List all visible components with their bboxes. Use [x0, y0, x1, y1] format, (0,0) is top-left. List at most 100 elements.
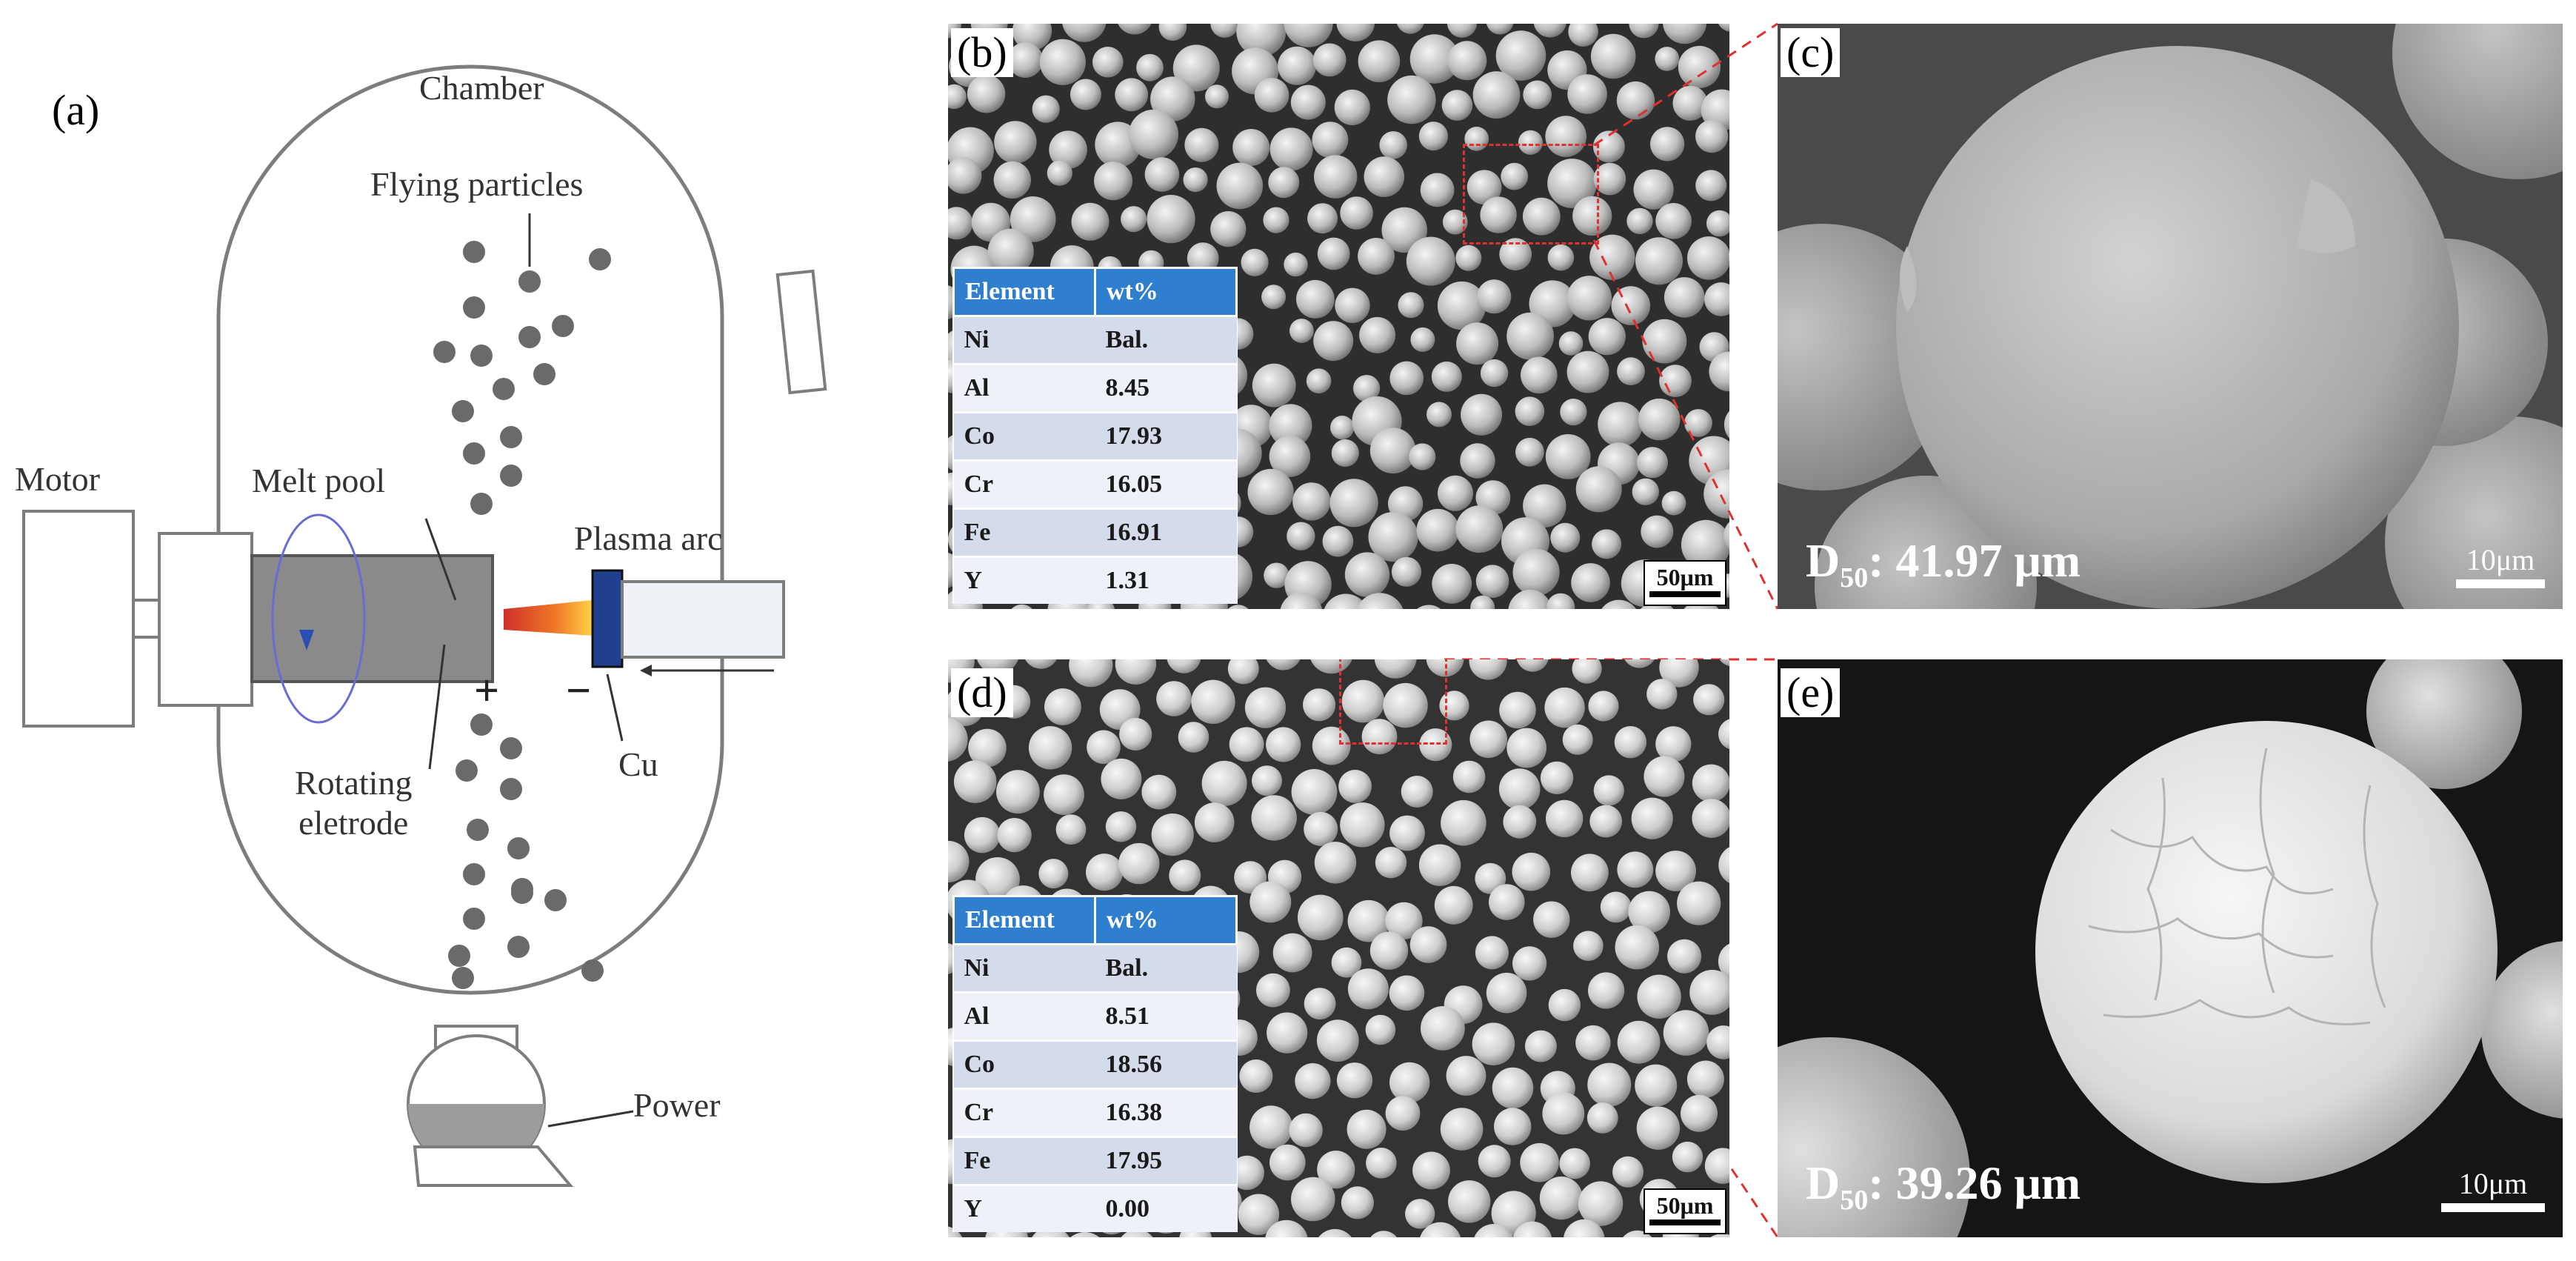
powder-particle — [1475, 565, 1509, 598]
powder-particle — [996, 770, 1040, 814]
powder-particle — [1183, 167, 1208, 193]
powder-particle — [1269, 1144, 1306, 1181]
powder-particle — [1010, 196, 1056, 242]
powder-particle — [1447, 41, 1487, 81]
powder-particle — [1284, 252, 1308, 277]
powder-particle — [1314, 842, 1357, 884]
powder-particle — [1586, 1102, 1618, 1134]
powder-particle — [1266, 659, 1301, 671]
powder-particle — [1575, 466, 1622, 513]
powder-particle — [1379, 131, 1407, 159]
powder-particle — [1641, 515, 1674, 548]
powder-particle — [1506, 728, 1547, 768]
powder-particle — [1689, 970, 1729, 1015]
powder-particle — [1512, 548, 1560, 596]
powder-particle — [1686, 1060, 1724, 1098]
powder-particle — [1070, 79, 1101, 110]
powder-particle — [1417, 605, 1441, 609]
powder-particle — [1611, 286, 1651, 325]
powder-particle — [1515, 437, 1544, 467]
powder-particle — [1227, 605, 1249, 609]
powder-particle — [1629, 24, 1659, 39]
panel-label-c: (c) — [1781, 28, 1841, 77]
powder-particle — [1547, 159, 1597, 208]
powder-particle — [968, 728, 1007, 768]
sem-panel-e: (e) D50: 39.26 μm 10μm — [1778, 659, 2563, 1237]
powder-particle — [1638, 398, 1681, 441]
powder-particle — [1341, 1186, 1374, 1220]
powder-particle — [1369, 427, 1416, 474]
powder-particle — [1105, 811, 1137, 842]
header-element: Element — [952, 895, 1096, 945]
powder-particle — [1545, 434, 1591, 479]
powder-particle — [1317, 237, 1350, 270]
powder-particle — [1278, 46, 1317, 85]
powder-particle — [1249, 1105, 1293, 1149]
powder-particle — [1254, 78, 1289, 113]
powder-particle — [1272, 933, 1312, 973]
powder-particle — [1558, 331, 1584, 356]
powder-particle — [1521, 356, 1558, 394]
powder-particle — [1307, 203, 1338, 234]
label-plasma-arc: Plasma arc — [574, 519, 723, 557]
powder-particle — [1575, 1025, 1611, 1061]
powder-particle — [1118, 24, 1152, 35]
powder-particle — [1210, 24, 1239, 38]
powder-particle — [1478, 1145, 1511, 1178]
powder-particle — [1441, 90, 1473, 121]
powder-particle — [1655, 47, 1680, 71]
powder-particle — [1158, 24, 1187, 41]
powder-particle — [1150, 76, 1195, 122]
zoom-box-b — [1463, 144, 1599, 244]
powder-particle — [1296, 279, 1335, 319]
powder-particle — [1119, 717, 1152, 751]
powder-particle — [1480, 359, 1509, 387]
powder-particle — [1516, 659, 1549, 672]
powder-particle — [1667, 939, 1702, 974]
powder-particle — [1420, 1222, 1461, 1237]
powder-particle — [1522, 197, 1561, 236]
powder-particle — [1291, 1177, 1335, 1222]
powder-particle — [1201, 760, 1247, 806]
powder-particle — [1633, 169, 1674, 210]
powder-particle — [1503, 805, 1537, 839]
powder-particle — [1044, 688, 1081, 725]
plasma-arc-flame — [504, 600, 593, 636]
powder-particle — [1460, 443, 1495, 479]
powder-particle — [1661, 490, 1686, 516]
powder-particle — [1432, 564, 1472, 604]
powder-particle — [1547, 244, 1575, 271]
powder-particle — [1659, 659, 1699, 688]
prep-schematic — [22, 64, 827, 1187]
powder-particle — [1655, 851, 1696, 891]
powder-particle — [1498, 768, 1541, 810]
powder-particle — [1265, 1220, 1308, 1237]
powder-particle — [1156, 681, 1192, 716]
powder-particle — [997, 818, 1032, 853]
powder-particle — [1542, 1092, 1585, 1135]
powder-particle — [1515, 396, 1545, 426]
header-element: Element — [952, 267, 1096, 317]
powder-particle — [948, 157, 982, 194]
powder-particle — [1347, 899, 1390, 942]
powder-particle — [1368, 512, 1418, 562]
powder-particle — [1374, 659, 1417, 679]
label-chamber: Chamber — [419, 69, 544, 107]
powder-particle — [1269, 436, 1311, 477]
powder-particle — [1518, 130, 1543, 155]
powder-particle — [1512, 1221, 1552, 1237]
powder-particle — [1718, 719, 1729, 750]
powder-particle — [1389, 815, 1425, 851]
powder-particle — [1678, 45, 1721, 89]
powder-particle — [1494, 1108, 1532, 1145]
powder-particle — [1269, 404, 1312, 447]
powder-particle — [1115, 78, 1149, 112]
powder-particle — [1644, 756, 1685, 797]
powder-particle — [993, 161, 1031, 199]
rotation-arrow — [271, 513, 366, 724]
